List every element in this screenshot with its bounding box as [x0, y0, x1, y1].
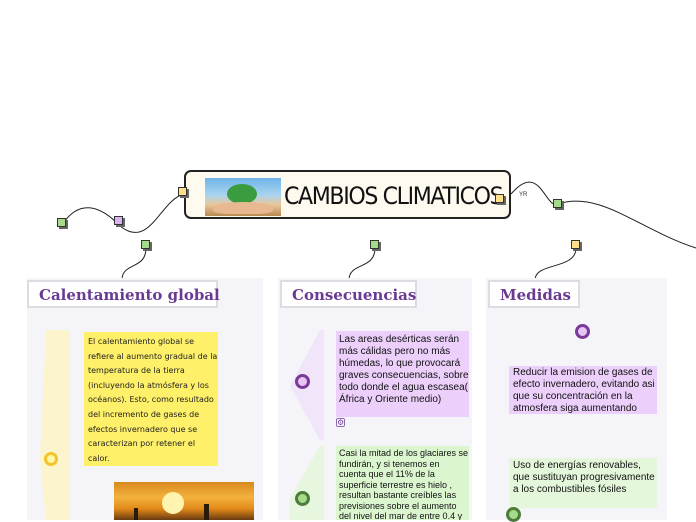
calentamiento-note[interactable]: El calentamiento global se refiere al au…: [84, 332, 218, 466]
calentamiento-text: El calentamiento global se refiere al au…: [88, 337, 218, 463]
link-right-branch: [510, 181, 696, 249]
column-title-medidas[interactable]: Medidas: [488, 280, 580, 308]
consecuencias-note-1[interactable]: Las areas desérticas serán más cálidas p…: [336, 331, 469, 417]
bracket-consecuencias-2: [290, 446, 324, 520]
sunset-factory-image: [114, 482, 254, 520]
handle-col3[interactable]: [571, 240, 580, 249]
medidas-text-2: Uso de energías renovables, que sustituy…: [513, 460, 655, 495]
bracket-calentamiento: [40, 330, 70, 520]
dot-medidas-top[interactable]: [575, 324, 590, 339]
handle-central-right[interactable]: [495, 194, 504, 203]
link-left-branch: [63, 193, 185, 233]
column-title-calentamiento[interactable]: Calentamiento global: [27, 280, 220, 308]
medidas-note-1[interactable]: Reducir la emision de gases de efecto in…: [509, 366, 657, 414]
consecuencias-note-2[interactable]: Casi la mitad de los glaciares se fundir…: [336, 446, 469, 520]
dot-consecuencias-2[interactable]: [295, 491, 310, 506]
gear-icon[interactable]: ⚙: [336, 418, 345, 427]
medidas-note-2[interactable]: Uso de energías renovables, que sustituy…: [509, 458, 657, 508]
handle-left-2[interactable]: [114, 216, 123, 225]
handle-col2[interactable]: [370, 240, 379, 249]
consecuencias-text-1: Las areas desérticas serán más cálidas p…: [339, 334, 469, 405]
link-col1: [121, 247, 147, 281]
handle-col1[interactable]: [141, 240, 150, 249]
column-title-consecuencias[interactable]: Consecuencias: [280, 280, 417, 308]
link-col2: [348, 247, 376, 281]
earth-in-hands-image: [205, 178, 281, 216]
consecuencias-text-2: Casi la mitad de los glaciares se fundir…: [339, 448, 469, 520]
medidas-text-1: Reducir la emision de gases de efecto in…: [513, 367, 655, 414]
central-title: CAMBIOS CLIMATICOS: [284, 182, 504, 210]
handle-left-1[interactable]: [57, 218, 66, 227]
link-col3: [534, 247, 577, 281]
central-topic[interactable]: CAMBIOS CLIMATICOS: [184, 170, 511, 219]
dot-calentamiento[interactable]: [44, 452, 58, 466]
central-tag: YR: [519, 192, 528, 198]
handle-right[interactable]: [553, 199, 562, 208]
handle-central-left[interactable]: [178, 187, 187, 196]
dot-consecuencias-1[interactable]: [295, 374, 310, 389]
